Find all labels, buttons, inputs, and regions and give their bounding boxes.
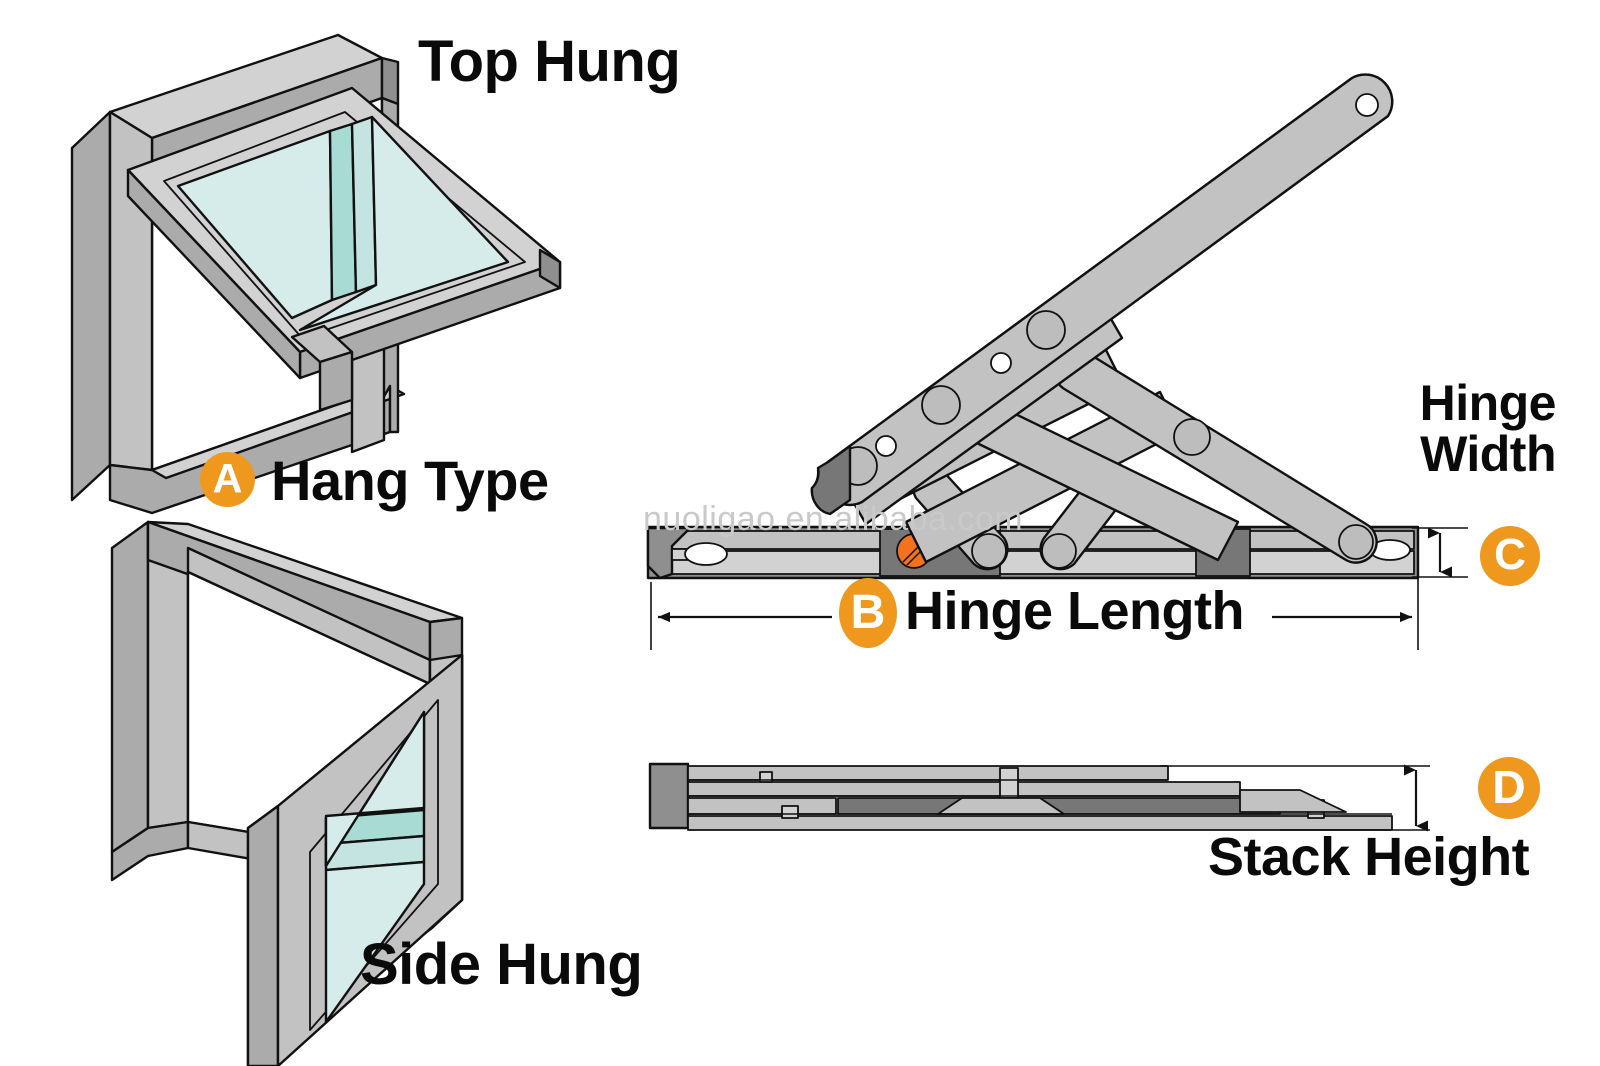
label-side-hung: Side Hung: [360, 932, 643, 997]
label-stack-height: Stack Height: [1208, 827, 1530, 887]
friction-stay-hinge-graphic: [646, 73, 1420, 580]
hinge-width-dimension: [1412, 527, 1468, 578]
watermark-text: nuoligao.en.alibaba.com: [643, 500, 1024, 538]
label-hinge-width-line1: Hinge: [1419, 375, 1557, 431]
badge-c-letter: C: [1494, 530, 1526, 579]
badge-a-letter: A: [212, 455, 243, 501]
top-hung-window-graphic: [70, 33, 562, 515]
badge-c-hinge-width: C: [1480, 526, 1540, 586]
hinge-length-dimension: [650, 570, 1419, 653]
badge-b-hinge-length: B: [839, 578, 897, 648]
badge-a-hang-type: A: [200, 452, 255, 507]
badge-b-letter: B: [850, 585, 886, 639]
badge-d-stack-height: D: [1478, 757, 1540, 819]
label-hinge-width: Hinge Width: [1316, 375, 1557, 482]
label-top-hung: Top Hung: [418, 29, 681, 94]
label-hinge-width-line2: Width: [1420, 426, 1556, 482]
side-hung-window-graphic: [110, 520, 464, 1066]
label-hinge-length: Hinge Length: [905, 581, 1244, 641]
label-hang-type: Hang Type: [271, 449, 549, 512]
badge-d-letter: D: [1492, 761, 1526, 813]
stack-height-section-graphic: [648, 762, 1430, 831]
